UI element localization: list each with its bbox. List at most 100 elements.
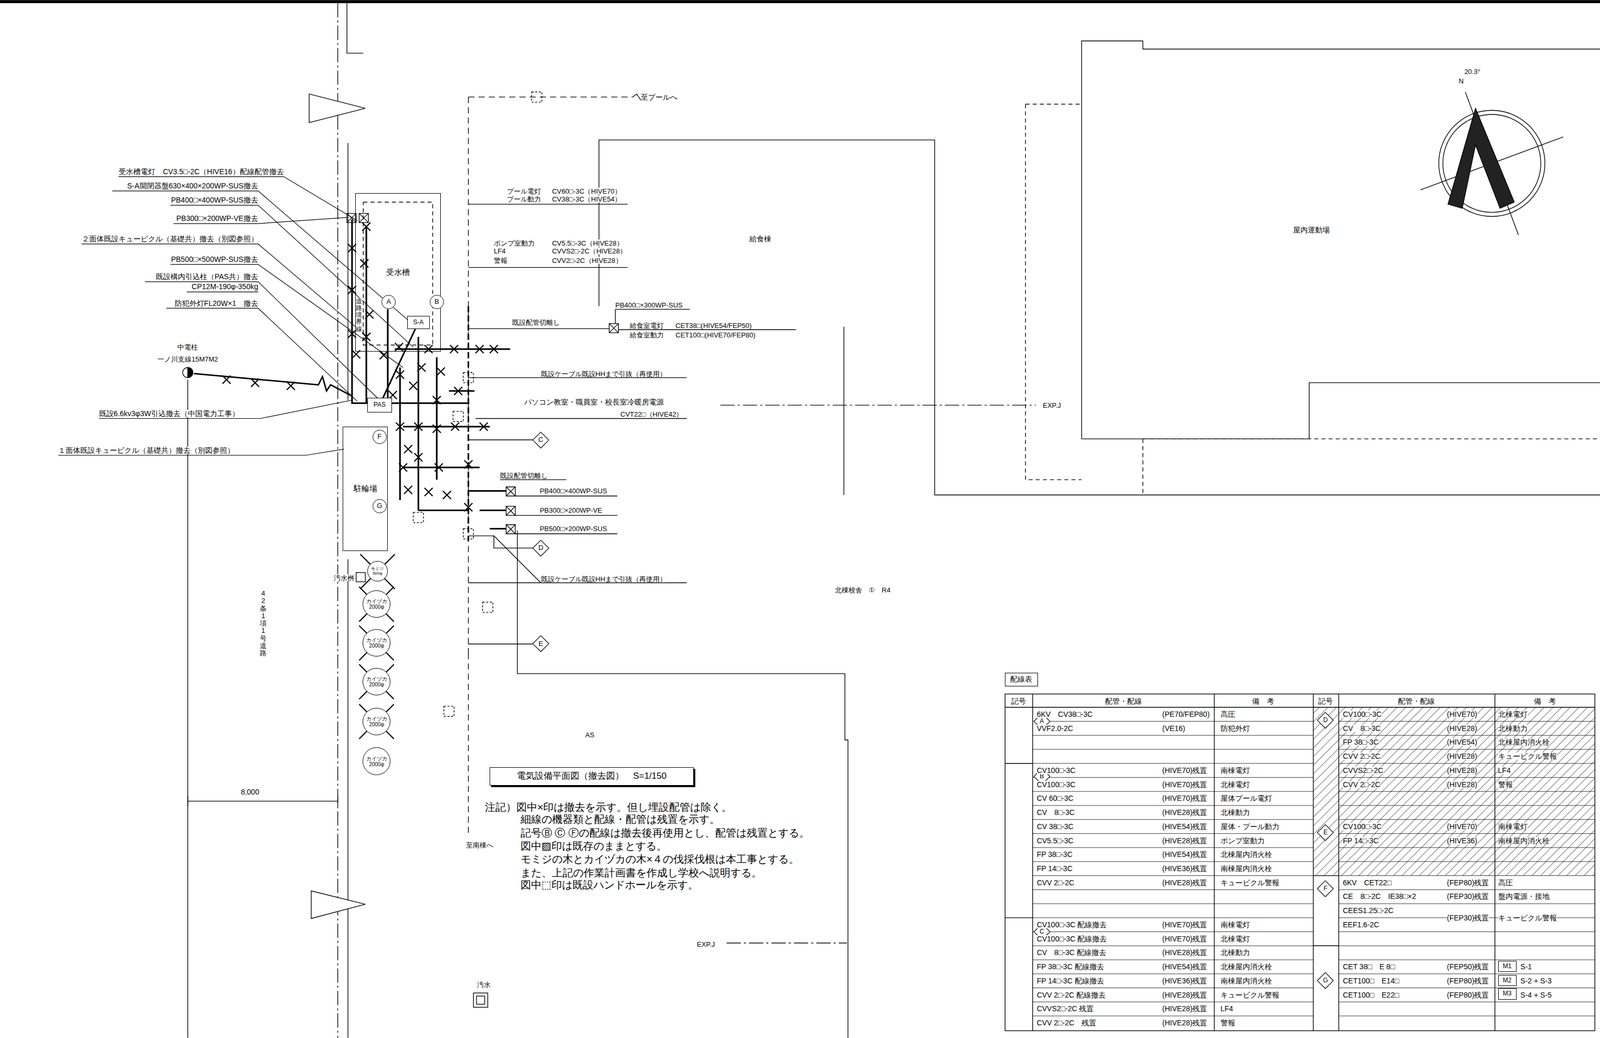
plan-label: PB400□×300WP-SUS	[615, 301, 683, 309]
title-box: 電気設備平面図（撤去図） S=1/150	[489, 767, 694, 786]
mark-box: M1	[1498, 960, 1517, 972]
table-cell: 北棟電灯	[1220, 780, 1250, 789]
node-text: S-A	[412, 319, 424, 326]
callout-diamond: D	[532, 539, 549, 557]
plan-label: PB500□×500WP-SUS撤去	[171, 255, 259, 263]
node-text: 駐輪場	[353, 484, 378, 494]
wiring-table-grid	[1004, 693, 1595, 1031]
table-cell: (HIVE54)残置	[1162, 850, 1208, 858]
service-drop	[182, 367, 353, 396]
plan-label: 防犯外灯FL20W×1 撤去	[174, 299, 259, 307]
plan-label: 北棟校舎 ① R4	[834, 586, 891, 593]
node-text: G	[376, 502, 383, 510]
node-text: M1	[1502, 962, 1512, 970]
callout-circle: B	[429, 294, 444, 310]
table-cell: (HIVE70)残置	[1162, 766, 1208, 775]
plan-label: 20.3°	[1464, 68, 1481, 76]
plan-label: CVT22□（HIVE42）	[620, 410, 683, 418]
plan-label: 記号Ⓑ Ⓒ Ⓕの配線は撤去後再使用とし、配管は残置とする。	[520, 827, 810, 839]
table-cell: (HIVE70)残置	[1162, 935, 1208, 943]
table-cell: 盤内電源・接地	[1498, 892, 1550, 900]
plan-label: CV5.5□-3C（HIVE28）	[552, 239, 624, 247]
table-cell: (HIVE54)	[1446, 738, 1478, 746]
plan-label: N	[1458, 77, 1464, 84]
table-cell: (HIVE28)	[1446, 724, 1478, 733]
building-outlines	[356, 40, 1600, 1038]
plan-label: 警報	[493, 256, 508, 264]
plan-label: 細線の機器類と配線・配管は残置を示す。	[520, 813, 720, 825]
compass	[1420, 91, 1564, 235]
plan-label: １面体既設キュービクル（基礎共）撤去（別図参照）	[58, 446, 235, 454]
table-cell: 南棟電灯	[1220, 920, 1250, 929]
plan-label: 至南棟へ	[465, 841, 494, 849]
table-cell: (PE70/FEP80)	[1162, 710, 1210, 718]
node-text: 2000φ	[368, 681, 385, 688]
table-cell: 南棟屋内消火栓	[1498, 836, 1550, 845]
node-text: 2000φ	[368, 642, 385, 649]
plan-label: LF4	[493, 247, 506, 255]
tree-symbol: カイヅカ2000φ	[362, 747, 391, 776]
plan-label: PB500□×200WP-SUS	[539, 525, 608, 533]
table-cell: VVF2.0-2C	[1036, 724, 1074, 733]
plan-label: パソコン教室・職員室・校長室冷暖房電源	[524, 398, 664, 406]
table-cell: 北棟動力	[1498, 724, 1528, 733]
leader-lines	[58, 176, 414, 456]
table-cell: (HIVE28)残置	[1162, 948, 1208, 957]
table-cell: 記号	[1318, 697, 1333, 705]
table-cell: S-4 + S-5	[1520, 991, 1552, 999]
plan-label: CET100□(HIVE70/FEP80)	[675, 331, 756, 338]
table-cell: (HIVE36)残置	[1162, 977, 1208, 985]
table-cell: CV 60□-3C	[1036, 794, 1074, 802]
pas-box: PAS	[367, 397, 392, 412]
table-cell: 北棟屋内消火栓	[1220, 850, 1273, 858]
table-cell: CE 8□-2C IE38□×2	[1342, 892, 1416, 900]
node-text: B	[434, 298, 440, 306]
table-cell: 北棟屋内消火栓	[1220, 962, 1273, 971]
plan-label: 既設構内引込柱（PAS共）撤去	[155, 272, 259, 281]
tree-symbol: モミジ500φ	[367, 560, 388, 582]
table-cell: (HIVE70)残置	[1162, 780, 1208, 789]
plan-label: 既設6.6kv3φ3W引込撤去（中国電力工事）	[99, 409, 240, 418]
table-cell: CEES1.25□-2C	[1342, 906, 1394, 915]
table-cell: (HIVE28)残置	[1162, 878, 1208, 887]
table-cell: (HIVE28)残置	[1162, 991, 1208, 999]
plan-label: 給食室動力	[629, 331, 664, 338]
table-cell: 南棟屋内消火栓	[1220, 864, 1273, 873]
plan-label: ２面体既設キュービクル（基礎共）撤去（別図参照）	[81, 235, 259, 243]
table-cell: 屋体・プール動力	[1220, 822, 1280, 831]
node-text: E	[538, 640, 544, 648]
table-cell: CVV 2□-2C 残置	[1036, 1019, 1097, 1027]
table-cell: (HIVE36)	[1446, 836, 1478, 845]
table-cell: キュービクル警報	[1498, 914, 1557, 922]
table-cell: LF4	[1498, 766, 1511, 775]
bicycle-shed: 駐輪場 F G	[342, 426, 388, 552]
cables	[346, 91, 797, 835]
table-cell: (HIVE70)残置	[1162, 794, 1208, 802]
table-cell: ポンプ室動力	[1220, 836, 1265, 845]
table-cell: 高圧	[1220, 710, 1236, 718]
plan-label: 屋内運動場	[1293, 226, 1330, 234]
plan-label: 8,000	[240, 788, 260, 796]
plan-label: プール電灯	[506, 187, 542, 195]
table-cell: CV5.5□-3C	[1036, 836, 1074, 845]
plan-label: CP12M-190φ-350kg	[191, 282, 259, 291]
table-cell: 防犯外灯	[1220, 724, 1250, 733]
table-cell: (FEP30)残置	[1446, 914, 1489, 922]
road-lines	[187, 3, 366, 1038]
plan-label: 中電柱	[177, 343, 198, 351]
table-cell: (HIVE70)残置	[1162, 920, 1208, 929]
node-text: F	[377, 432, 382, 441]
table-cell: (FEP50)残置	[1446, 962, 1489, 971]
table-cell: CV 8□-3C 配線撤去	[1036, 948, 1107, 957]
table-cell: 記号	[1011, 697, 1026, 705]
node-text: 2000φ	[368, 761, 385, 768]
table-cell: キュービクル警報	[1498, 752, 1557, 760]
plan-label: 42条1項1号道路	[259, 589, 267, 658]
table-cell: FP 38□-3C	[1036, 850, 1073, 858]
plan-label: CVVS2□-2C（HIVE28）	[552, 247, 627, 255]
plan-label: CV38□-3C（HIVE54）	[552, 195, 622, 203]
node-text: F	[1323, 885, 1328, 893]
table-cell: 南棟電灯	[1498, 822, 1528, 831]
table-cell: 6KV CV38□-3C	[1036, 710, 1094, 718]
